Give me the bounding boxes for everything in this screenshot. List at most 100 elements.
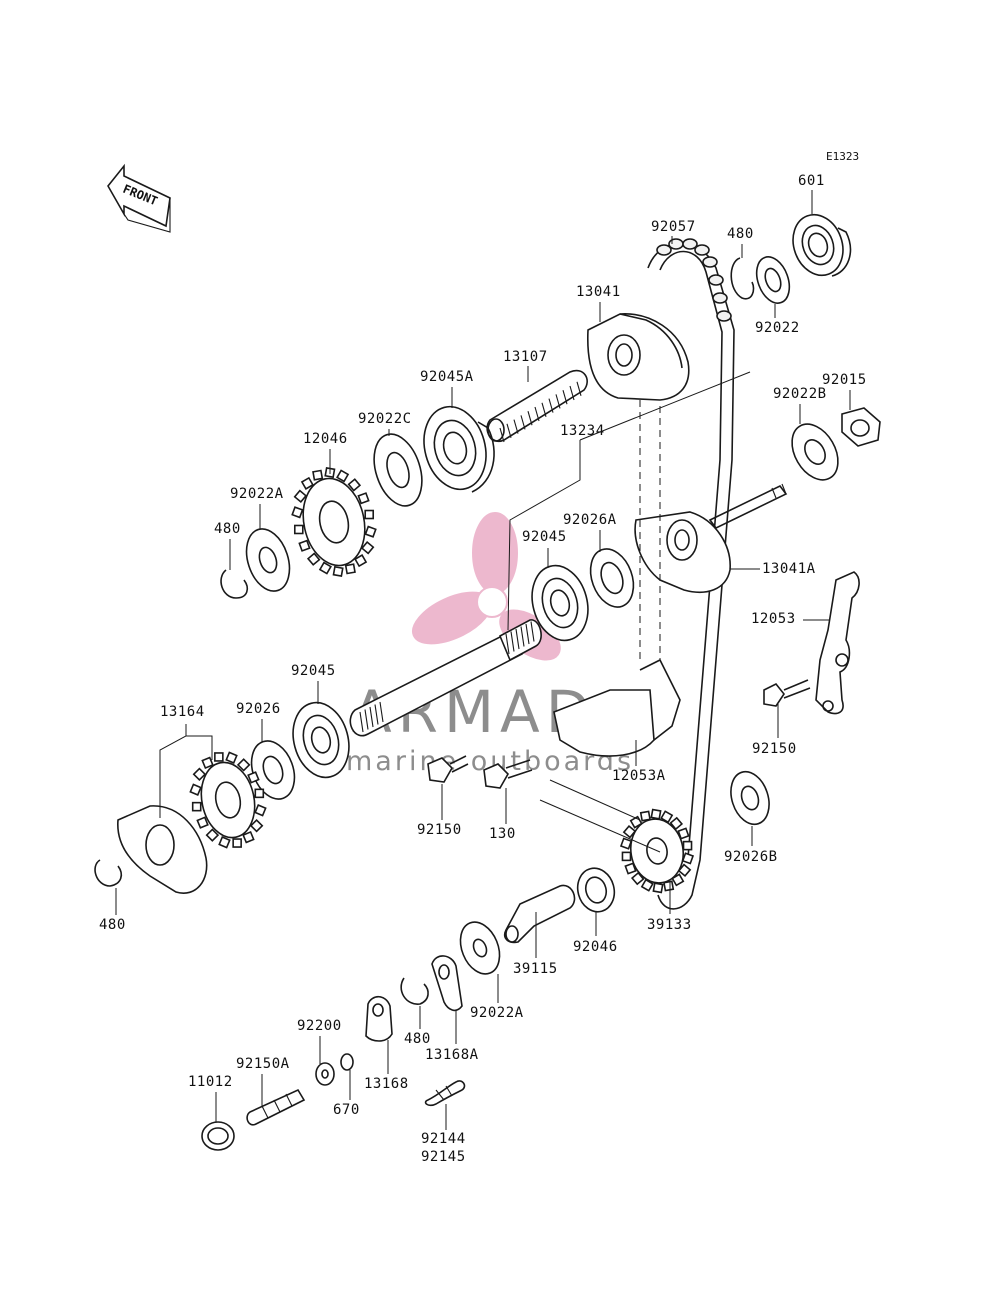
sprocket-tooth: [218, 836, 231, 849]
front-direction-arrow: FRONT: [107, 163, 171, 233]
main-shaft: [349, 619, 542, 737]
callout-label: 13041A: [762, 561, 816, 577]
leader-line: [579, 371, 751, 441]
chain-link: [682, 238, 698, 250]
callout-labels: 601 480 92057 92022 13041 92015 92022B 1…: [99, 173, 866, 1165]
sprocket-tooth: [318, 561, 332, 575]
callout-label: 480: [727, 226, 754, 242]
diagram-code: E1323: [826, 150, 859, 163]
callout-label: 92045: [522, 529, 567, 545]
spring-92144: [424, 1080, 466, 1107]
chain-guide-12053A: [553, 658, 681, 757]
shaft-13234: [708, 483, 788, 530]
sprocket-tooth: [196, 816, 209, 829]
callout-label: 92150: [752, 741, 797, 757]
callout-label: 92026: [236, 701, 281, 717]
ball-bearing-92045-lower: [292, 701, 350, 779]
sprocket-tooth: [242, 830, 255, 844]
sprocket-tooth: [332, 565, 344, 578]
callout-label: 92057: [651, 219, 696, 235]
circlip-480-lower: [400, 977, 429, 1005]
drive-chain: [647, 238, 735, 910]
sprocket-tooth: [214, 752, 224, 762]
sprocket-tooth: [621, 851, 632, 862]
chain-link: [712, 292, 728, 304]
sprocket-tooth: [681, 852, 695, 865]
oil-seal-92026A: [589, 548, 635, 608]
callout-label: 670: [333, 1102, 360, 1118]
cap-11012: [201, 1121, 235, 1151]
leader-line: [159, 724, 187, 818]
spline-line: [515, 628, 520, 650]
callout-label: 12053A: [612, 768, 666, 784]
spline-line: [510, 631, 515, 652]
sprocket-tooth: [189, 783, 202, 796]
spline-line: [569, 385, 575, 401]
spline-line: [364, 709, 369, 730]
sprocket-tooth: [354, 554, 368, 568]
needle-bearing-92046: [576, 867, 616, 913]
sprocket-tooth: [201, 756, 214, 770]
callout-label: 92144: [421, 1131, 466, 1147]
leader-lines: [115, 190, 851, 1130]
sprocket-tooth: [624, 862, 637, 875]
callout-label: 92022A: [470, 1005, 524, 1021]
spline-line: [576, 381, 582, 396]
sprocket-tooth: [652, 882, 664, 894]
washer-92022A-upper: [245, 528, 291, 592]
spline-line: [506, 423, 512, 438]
sprocket-tooth: [660, 810, 674, 824]
leader-line: [507, 440, 581, 631]
sprocket-tooth: [312, 469, 324, 481]
spline-line: [534, 406, 540, 422]
callout-label: 92022C: [358, 411, 412, 427]
washer-92022A-lower: [459, 921, 501, 975]
ball-bearing-601: [792, 213, 852, 277]
chain-guide-13041A: [634, 511, 731, 593]
bolt-92150-right: [763, 679, 811, 707]
washer-92022B: [791, 423, 839, 481]
callout-label: 92150: [417, 822, 462, 838]
callout-label: 13107: [503, 349, 548, 365]
sprocket-tooth: [640, 878, 654, 892]
sprocket-tooth: [682, 840, 693, 851]
callout-label: 480: [404, 1031, 431, 1047]
bolt-92150-center: [427, 755, 469, 783]
chain-link: [702, 256, 718, 268]
circlip-480-top: [730, 257, 755, 300]
callout-label: 480: [214, 521, 241, 537]
sprocket-tooth: [293, 524, 304, 535]
callout-label: 13234: [560, 423, 605, 439]
circlip-480-lower-left: [94, 859, 123, 887]
chain-link: [668, 238, 684, 250]
spline-line: [530, 621, 535, 642]
callout-label: 92145: [421, 1149, 466, 1165]
spline-line: [548, 398, 554, 413]
sprocket-tooth: [249, 818, 264, 833]
sprocket-tooth: [357, 492, 370, 505]
spline-line: [541, 402, 547, 417]
sprocket-tooth: [247, 771, 260, 784]
callout-label: 11012: [188, 1074, 233, 1090]
washer-92022-top: [755, 256, 791, 304]
circlip-480-upper-left: [220, 569, 249, 599]
sprocket-tooth: [671, 873, 685, 887]
sprocket-tooth: [650, 808, 662, 820]
sprocket-tooth: [677, 863, 692, 878]
oring-670: [340, 1053, 354, 1071]
chain-link: [694, 244, 710, 256]
callout-label: 39115: [513, 961, 558, 977]
sprocket-tooth: [236, 758, 251, 772]
callout-label: 92022A: [230, 486, 284, 502]
splined-shaft-13107: [486, 369, 588, 443]
spline-line: [520, 626, 525, 647]
callout-label: 92200: [297, 1018, 342, 1034]
sprocket-tooth: [619, 837, 633, 850]
ball-bearing-92045A: [423, 405, 495, 493]
callout-label: 92045: [291, 663, 336, 679]
callout-label: 12046: [303, 431, 348, 447]
sprocket-tooth: [663, 880, 675, 892]
callout-label: 601: [798, 173, 825, 189]
spline-line: [525, 623, 530, 645]
spline-line: [369, 706, 374, 728]
